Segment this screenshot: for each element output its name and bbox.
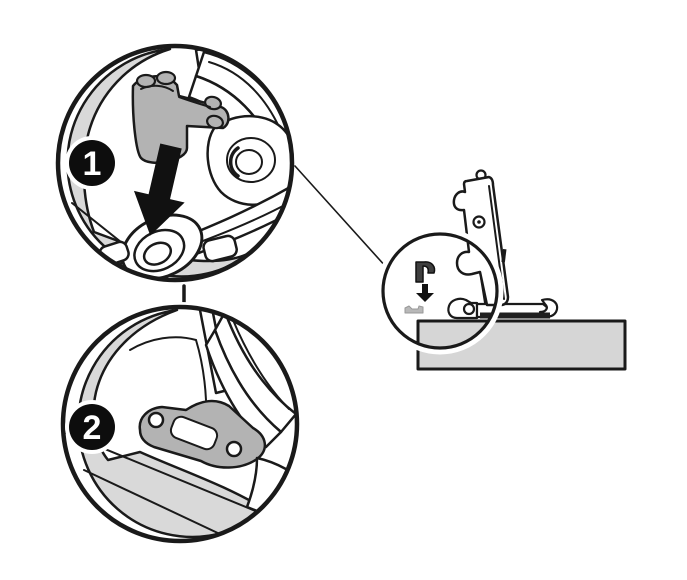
arm-tick-2 bbox=[287, 336, 296, 349]
step-1-badge-circle bbox=[69, 140, 115, 186]
step-1-cutaway-art bbox=[66, 47, 291, 279]
step-1-circle-ring bbox=[55, 43, 295, 283]
damper-lobe-bottom bbox=[206, 114, 224, 130]
hinge-cup-ring-outer bbox=[226, 137, 276, 183]
hinge-cup-spring-arc bbox=[228, 146, 240, 178]
hinge-cup-ring-inner bbox=[235, 149, 263, 175]
step-2-circle-ring bbox=[60, 304, 300, 544]
hinge-edge-notch bbox=[501, 249, 507, 263]
hinge-side-view bbox=[416, 169, 627, 371]
door-edge-line-2b bbox=[83, 469, 223, 536]
hinge-arm-band-2-line bbox=[232, 319, 290, 410]
inset-circle-ring bbox=[381, 232, 499, 350]
cup-cavity-line-1 bbox=[129, 336, 197, 351]
plate-hole-right bbox=[225, 440, 243, 458]
step-2-detail-circle: 2 bbox=[58, 302, 302, 546]
step-2-badge: 2 bbox=[65, 400, 119, 454]
damper-pad-dark bbox=[480, 312, 550, 319]
arm-tick-1 bbox=[295, 359, 296, 373]
damper-clip-installed-ghost-icon bbox=[404, 305, 424, 314]
step-2-badge-circle bbox=[69, 404, 115, 450]
damper-detail-line-1 bbox=[140, 84, 174, 92]
mount-tab-right bbox=[202, 234, 238, 263]
hinge-pivot-cylinder bbox=[120, 213, 204, 279]
down-arrow-icon bbox=[416, 284, 434, 302]
cup-cavity-line-2 bbox=[195, 339, 207, 401]
inset-circle-halo bbox=[376, 227, 504, 355]
leader-line bbox=[294, 165, 388, 269]
step-1-badge-number: 1 bbox=[83, 145, 102, 183]
damper-clip-icon bbox=[415, 261, 436, 283]
hinge-screw-dot bbox=[477, 220, 481, 224]
panel bbox=[416, 319, 627, 371]
step-2-badge-number: 2 bbox=[83, 409, 102, 447]
inset-magnifier-circle bbox=[376, 227, 504, 355]
step-2-cutaway-art bbox=[65, 308, 296, 539]
step-1-detail-circle: 1 bbox=[53, 41, 297, 285]
hinge-leg-inner-line bbox=[480, 277, 486, 304]
plate-center-detail bbox=[169, 415, 219, 451]
damper-detail-line-2 bbox=[178, 96, 211, 108]
step-1-badge: 1 bbox=[65, 136, 119, 190]
hinge-foot-knob bbox=[462, 302, 476, 316]
damper-ear-right bbox=[155, 70, 177, 86]
insert-arrow-icon bbox=[133, 143, 185, 236]
plate-hole-left bbox=[147, 411, 165, 429]
hinge-arm-band-2-inner bbox=[204, 328, 283, 449]
